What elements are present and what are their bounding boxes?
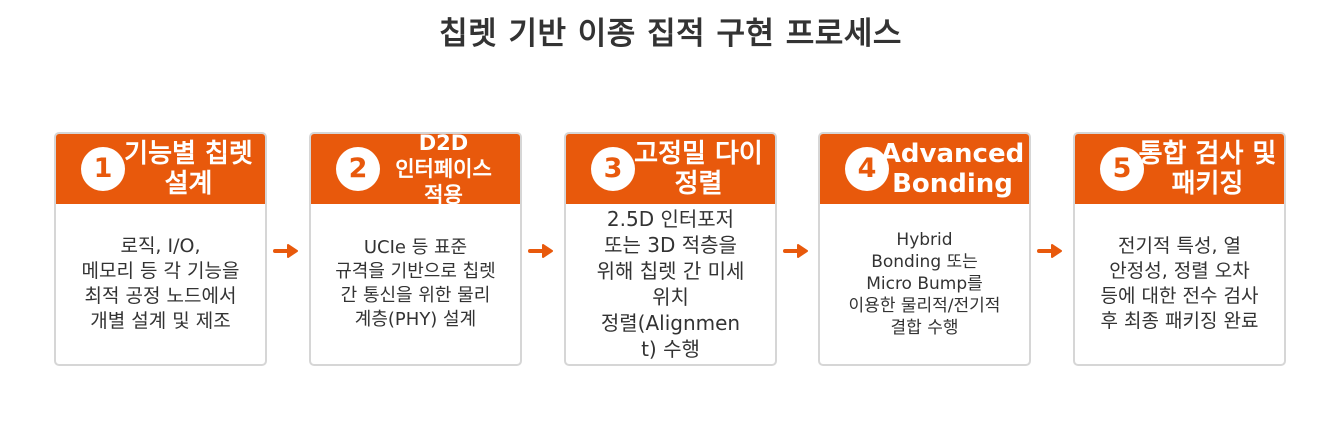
step-number-badge: 5 xyxy=(1100,147,1144,191)
step-card-3: 3 고정밀 다이 정렬 2.5D 인터포저 또는 3D 적층을 위해 칩렛 간 … xyxy=(564,132,777,366)
step-number-badge: 4 xyxy=(845,147,889,191)
diagram-title: 칩렛 기반 이종 집적 구현 프로세스 xyxy=(439,16,902,52)
step-title: 기능별 칩렛 설계 xyxy=(124,139,253,199)
step-number-badge: 1 xyxy=(81,147,125,191)
step-header: 4 Advanced Bonding xyxy=(820,134,1029,204)
arrow-right-icon xyxy=(783,244,808,258)
step-card-5: 5 통합 검사 및 패키징 전기적 특성, 열 안정성, 정렬 오차 등에 대한… xyxy=(1073,132,1286,366)
arrow-right-icon xyxy=(528,244,553,258)
step-title: D2D 인터페이스 적용 xyxy=(395,132,492,207)
step-description: Hybrid Bonding 또는 Micro Bump를 이용한 물리적/전기… xyxy=(848,230,1001,338)
step-description: 2.5D 인터포저 또는 3D 적층을 위해 칩렛 간 미세 위치 정렬(Ali… xyxy=(596,207,745,361)
step-card-4: 4 Advanced Bonding Hybrid Bonding 또는 Mic… xyxy=(818,132,1031,366)
step-header: 3 고정밀 다이 정렬 xyxy=(566,134,775,204)
step-number-badge: 2 xyxy=(336,147,380,191)
step-description: UCIe 등 표준 규격을 기반으로 칩렛 간 통신을 위한 물리 계층(PHY… xyxy=(335,237,496,330)
step-header: 1 기능별 칩렛 설계 xyxy=(56,134,265,204)
step-header: 5 통합 검사 및 패키징 xyxy=(1075,134,1284,204)
step-description: 전기적 특성, 열 안정성, 정렬 오차 등에 대한 전수 검사 후 최종 패키… xyxy=(1100,235,1259,332)
step-header: 2 D2D 인터페이스 적용 xyxy=(311,132,520,207)
step-description: 로직, I/O, 메모리 등 각 기능을 최적 공정 노드에서 개별 설계 및 … xyxy=(81,235,240,332)
step-title: 고정밀 다이 정렬 xyxy=(634,139,763,199)
step-title: Advanced Bonding xyxy=(880,139,1025,199)
step-title: 통합 검사 및 패키징 xyxy=(1138,139,1277,199)
step-card-1: 1 기능별 칩렛 설계 로직, I/O, 메모리 등 각 기능을 최적 공정 노… xyxy=(54,132,267,366)
step-card-2: 2 D2D 인터페이스 적용 UCIe 등 표준 규격을 기반으로 칩렛 간 통… xyxy=(309,132,522,366)
step-number-badge: 3 xyxy=(591,147,635,191)
arrow-right-icon xyxy=(273,244,298,258)
arrow-right-icon xyxy=(1037,244,1062,258)
